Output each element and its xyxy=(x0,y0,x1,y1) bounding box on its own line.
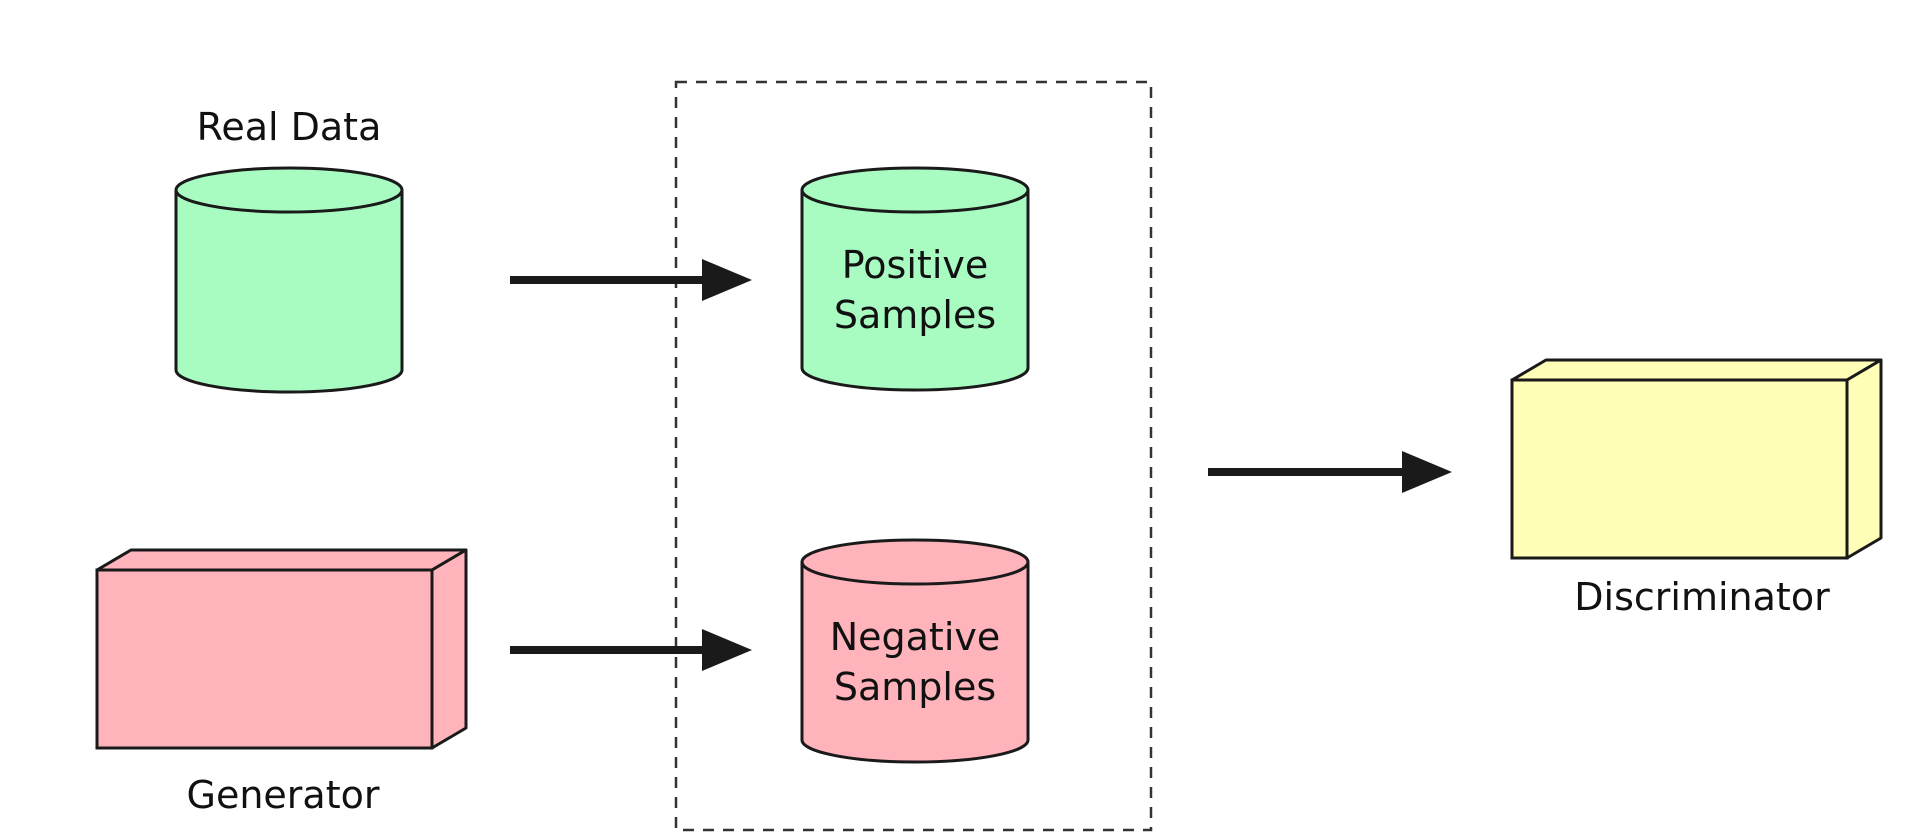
positive-samples-label-line1: Positive xyxy=(842,243,989,287)
real-data-cylinder xyxy=(174,166,404,394)
positive-samples-cylinder xyxy=(800,166,1030,392)
negative-samples-label-line1: Negative xyxy=(830,615,1001,659)
positive-samples-label-line2: Samples xyxy=(834,293,996,337)
real-data-label: Real Data xyxy=(197,105,382,149)
samples-dashed-group xyxy=(674,80,1153,832)
discriminator-box xyxy=(1510,358,1883,560)
arrow-samples-to-discriminator xyxy=(1208,451,1452,493)
arrow-real-to-positive xyxy=(510,259,752,301)
negative-samples-cylinder xyxy=(800,538,1030,764)
arrow-generator-to-negative xyxy=(510,629,752,671)
generator-box xyxy=(95,548,468,750)
generator-label: Generator xyxy=(187,773,380,817)
discriminator-label: Discriminator xyxy=(1574,575,1830,619)
negative-samples-label-line2: Samples xyxy=(834,665,996,709)
